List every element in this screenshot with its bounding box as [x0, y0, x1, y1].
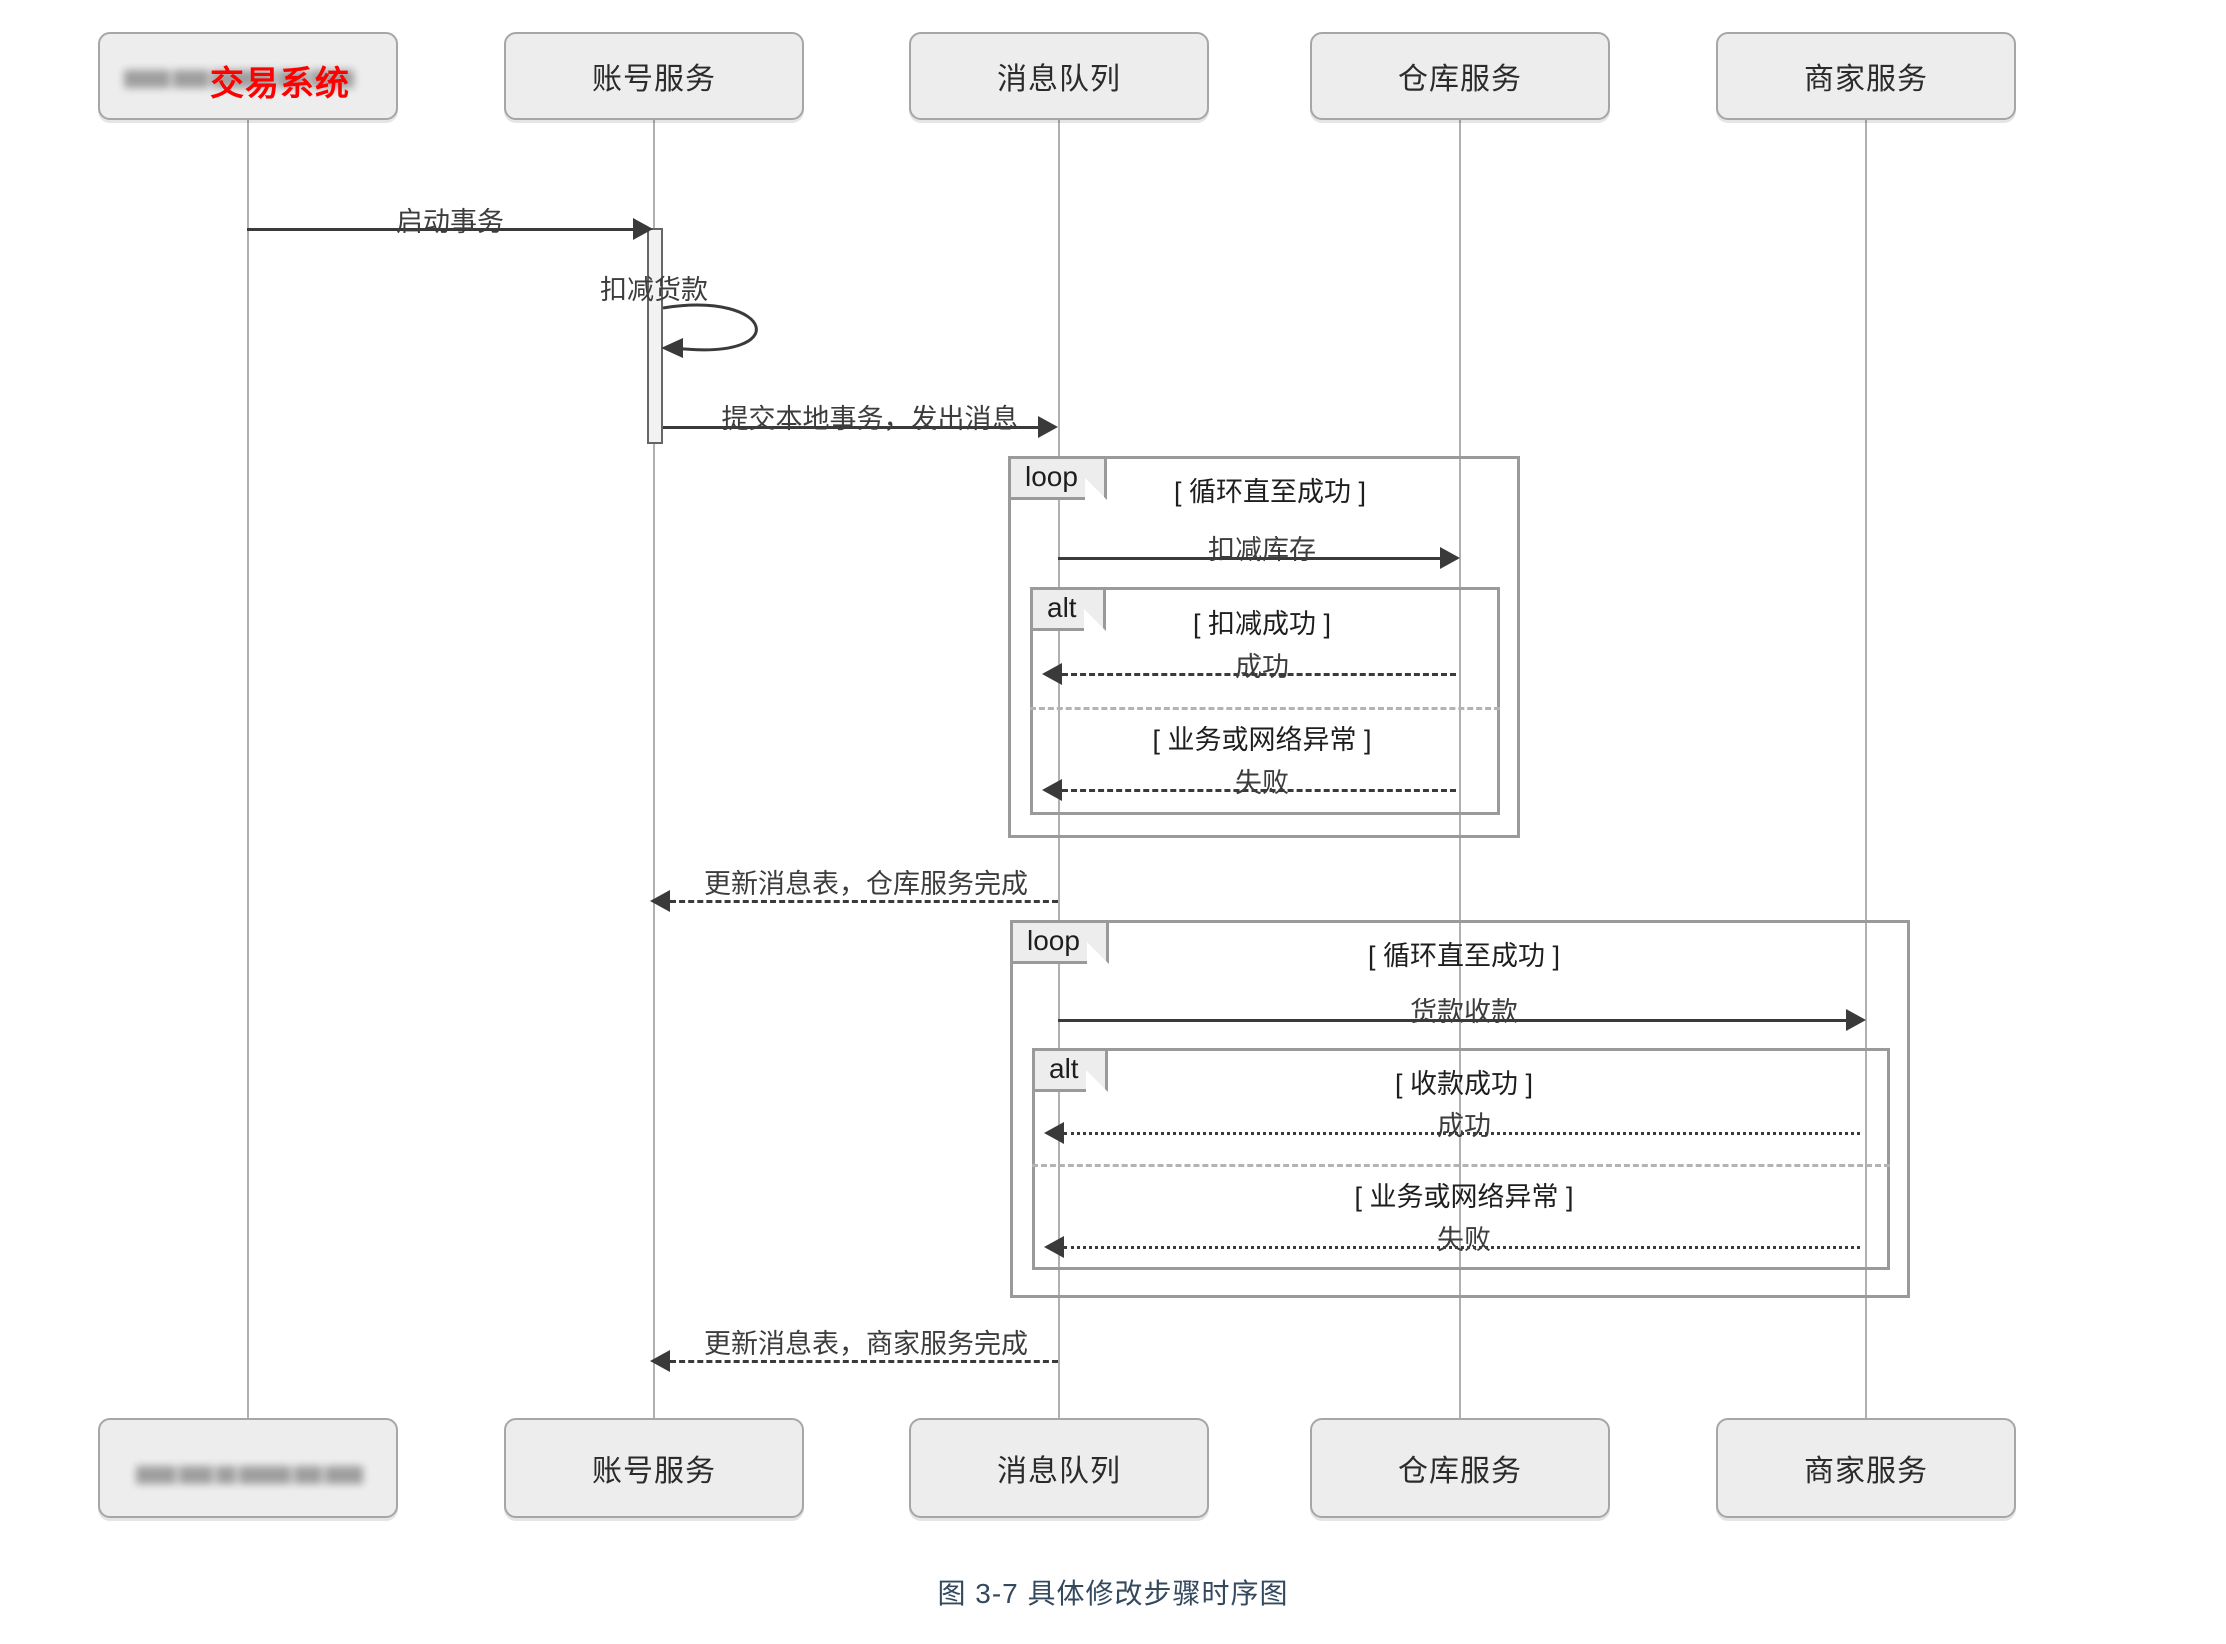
message-label-collect-payment: 货款收款 — [1410, 997, 1518, 1027]
message-arrow-update-msg-warehouse — [670, 900, 1058, 903]
participant-label-mq: 消息队列 — [997, 63, 1121, 96]
arrowhead-start-transaction — [633, 218, 653, 240]
participant-footer-merchant[interactable]: 商家服务 — [1716, 1418, 2016, 1518]
lifeline-trade — [247, 120, 249, 1420]
message-arrow-stock-fail — [1062, 789, 1456, 792]
participant-label-mq-footer: 消息队列 — [997, 1455, 1121, 1488]
message-arrow-payment-success — [1064, 1132, 1860, 1135]
fragment-operator-alt1: alt — [1033, 590, 1106, 632]
fragment-alt-collect-payment — [1032, 1048, 1890, 1270]
message-label-payment-success: 成功 — [1437, 1111, 1491, 1141]
participant-footer-trade[interactable] — [98, 1418, 398, 1518]
fragment-else-condition-alt1: [ 业务或网络异常 ] — [1152, 725, 1372, 755]
figure-caption: 图 3-7 具体修改步骤时序图 — [937, 1578, 1289, 1609]
self-message-deduct-payment — [661, 303, 758, 358]
participant-footer-account[interactable]: 账号服务 — [504, 1418, 804, 1518]
participant-header-trade[interactable]: 交易系统 — [98, 32, 398, 120]
message-arrow-collect-payment — [1058, 1019, 1846, 1022]
arrowhead-update-msg-warehouse — [650, 890, 670, 912]
fragment-condition-loop2: [ 循环直至成功 ] — [1367, 941, 1561, 971]
arrowhead-update-msg-merchant — [650, 1350, 670, 1372]
fragment-loop-collect-payment — [1010, 920, 1910, 1298]
participant-label-warehouse-footer: 仓库服务 — [1398, 1455, 1522, 1488]
participant-footer-mq[interactable]: 消息队列 — [909, 1418, 1209, 1518]
message-arrow-commit-local-tx — [663, 426, 1038, 429]
message-label-deduct-stock: 扣减库存 — [1208, 535, 1316, 565]
arrowhead-stock-success — [1042, 663, 1062, 685]
message-arrow-stock-success — [1062, 673, 1456, 676]
participant-label-merchant: 商家服务 — [1804, 63, 1928, 96]
arrowhead-payment-success — [1044, 1122, 1064, 1144]
message-arrow-update-msg-merchant — [670, 1360, 1058, 1363]
participant-label-account: 账号服务 — [592, 63, 716, 96]
participant-header-mq[interactable]: 消息队列 — [909, 32, 1209, 120]
message-arrow-payment-fail — [1064, 1246, 1860, 1249]
fragment-operator-alt2: alt — [1035, 1051, 1108, 1093]
arrowhead-stock-fail — [1042, 779, 1062, 801]
lifeline-warehouse — [1459, 120, 1461, 1420]
trade-system-red-label: 交易系统 — [210, 65, 350, 103]
fragment-alt-deduct-stock — [1030, 587, 1500, 815]
redaction-blur-bottom — [136, 1458, 376, 1492]
arrowhead-deduct-stock — [1440, 547, 1460, 569]
message-label-payment-fail: 失败 — [1437, 1225, 1491, 1255]
message-arrow-start-transaction — [247, 228, 633, 231]
participant-label-account-footer: 账号服务 — [592, 1455, 716, 1488]
redaction-blur-top — [124, 62, 374, 96]
message-label-stock-success: 成功 — [1235, 652, 1289, 682]
fragment-operator-loop2: loop — [1013, 923, 1109, 965]
arrowhead-payment-fail — [1044, 1236, 1064, 1258]
fragment-operator-loop1: loop — [1011, 459, 1107, 501]
fragment-condition-loop1: [ 循环直至成功 ] — [1173, 477, 1367, 507]
lifeline-account — [653, 120, 655, 1420]
message-label-stock-fail: 失败 — [1235, 768, 1289, 798]
fragment-loop-deduct-stock — [1008, 456, 1520, 838]
message-label-update-msg-merchant: 更新消息表，商家服务完成 — [704, 1329, 1028, 1359]
message-label-update-msg-warehouse: 更新消息表，仓库服务完成 — [704, 869, 1028, 899]
lifeline-merchant — [1865, 120, 1867, 1420]
activation-bar-account — [647, 228, 663, 444]
message-label-start-transaction: 启动事务 — [396, 207, 504, 237]
participant-header-account[interactable]: 账号服务 — [504, 32, 804, 120]
participant-header-warehouse[interactable]: 仓库服务 — [1310, 32, 1610, 120]
participant-header-merchant[interactable]: 商家服务 — [1716, 32, 2016, 120]
fragment-divider-alt2 — [1032, 1164, 1890, 1167]
message-arrow-deduct-stock — [1058, 557, 1440, 560]
participant-label-merchant-footer: 商家服务 — [1804, 1455, 1928, 1488]
participant-footer-warehouse[interactable]: 仓库服务 — [1310, 1418, 1610, 1518]
message-label-commit-local-tx: 提交本地事务，发出消息 — [721, 404, 1019, 434]
arrowhead-collect-payment — [1846, 1009, 1866, 1031]
lifeline-mq — [1058, 120, 1060, 1420]
participant-label-warehouse: 仓库服务 — [1398, 63, 1522, 96]
arrowhead-commit-local-tx — [1038, 416, 1058, 438]
message-label-deduct-payment: 扣减货款 — [600, 275, 708, 305]
fragment-condition-alt2: [ 收款成功 ] — [1394, 1069, 1534, 1099]
fragment-condition-alt1: [ 扣减成功 ] — [1192, 609, 1332, 639]
fragment-else-condition-alt2: [ 业务或网络异常 ] — [1354, 1182, 1574, 1212]
fragment-divider-alt1 — [1030, 707, 1500, 710]
